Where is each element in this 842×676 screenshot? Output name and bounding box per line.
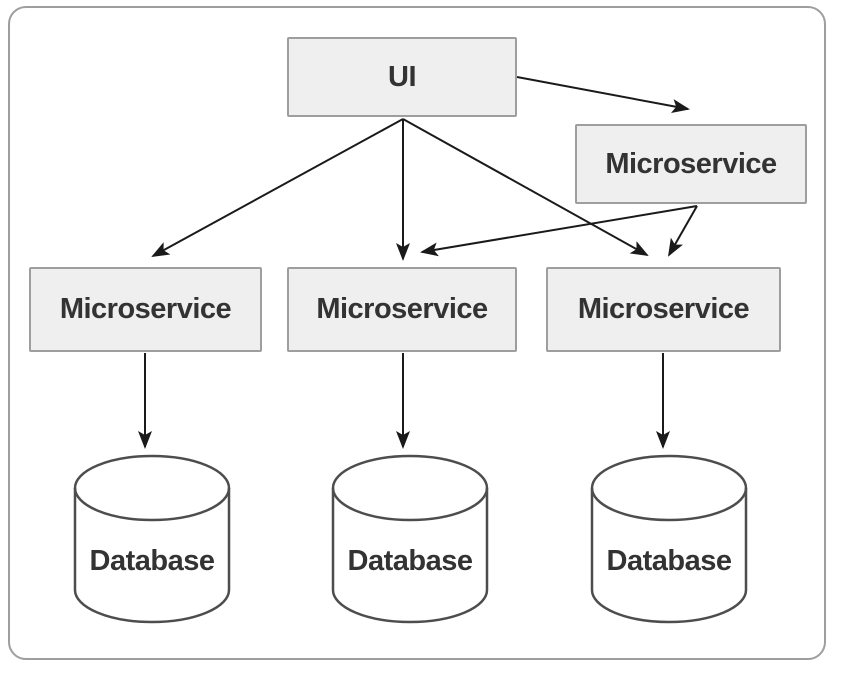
node-microservice-left: Microservice: [29, 267, 262, 352]
node-microservice-center: Microservice: [287, 267, 517, 352]
node-microservice-left-label: Microservice: [59, 293, 232, 325]
database-cylinder-icon: [73, 454, 231, 624]
node-database-left: Database: [72, 454, 232, 624]
node-ui-label: UI: [388, 60, 417, 93]
node-database-left-label: Database: [89, 544, 215, 577]
node-microservice-center-label: Microservice: [316, 293, 488, 325]
database-cylinder-icon: [590, 454, 748, 624]
node-database-center: Database: [330, 454, 490, 624]
node-microservice-top-right: Microservice: [575, 124, 807, 204]
node-microservice-top-right-label: Microservice: [605, 147, 777, 180]
node-database-right-label: Database: [606, 544, 732, 577]
node-database-right: Database: [589, 454, 749, 624]
node-database-center-label: Database: [347, 544, 473, 577]
node-microservice-right-label: Microservice: [577, 293, 750, 325]
database-cylinder-icon: [331, 454, 489, 624]
node-microservice-right: Microservice: [546, 267, 781, 352]
node-ui: UI: [287, 37, 517, 117]
